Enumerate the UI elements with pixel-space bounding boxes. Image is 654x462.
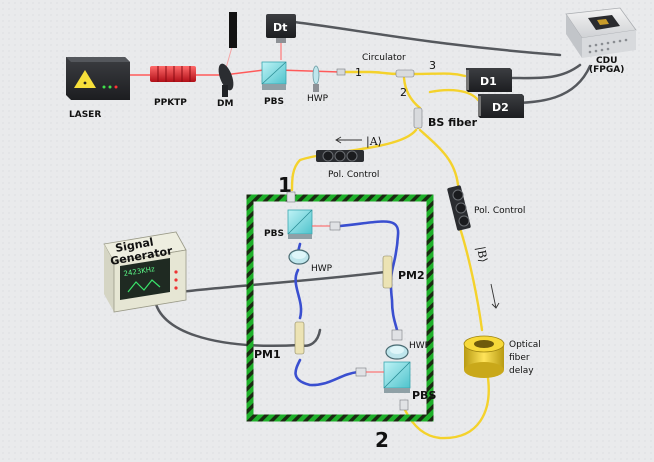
circulator <box>395 69 415 78</box>
d2-label: D2 <box>492 101 509 114</box>
cdu-fpga-label: (FPGA) <box>589 65 624 75</box>
cdu-label: CDU <box>596 56 617 66</box>
dt-label: Dt <box>273 21 287 34</box>
dichroic-mirror <box>218 63 234 97</box>
hwp-upper <box>288 249 310 265</box>
ppktp-label: PPKTP <box>154 98 187 108</box>
input-connector-1 <box>286 191 296 203</box>
ket-a-label: |A⟩ <box>366 135 382 149</box>
pbs-top <box>261 61 287 90</box>
pbs-top-label: PBS <box>264 97 284 107</box>
bs-fiber-label: BS fiber <box>428 116 478 129</box>
hwp-upper-label: HWP <box>311 264 333 274</box>
delay-label-1: Optical <box>509 340 541 350</box>
interferometer-frame <box>246 194 434 422</box>
pm1-modulator <box>294 321 305 355</box>
port-1-label: 1 <box>355 66 362 79</box>
blue-fibers <box>294 220 400 387</box>
d1-detector <box>466 68 512 92</box>
pm1-label: PM1 <box>254 348 281 361</box>
arrow-a <box>335 136 362 144</box>
laser-label: LASER <box>69 110 101 120</box>
d2-detector <box>478 94 524 118</box>
pbs-lower-label: PBS <box>412 389 436 402</box>
hwp-top <box>312 65 320 92</box>
pol-control-1 <box>316 150 364 162</box>
port-3-label: 3 <box>429 59 436 72</box>
warning-triangle-icon <box>74 70 96 88</box>
port-2-label: 2 <box>400 86 407 99</box>
ppktp-crystal <box>150 66 196 82</box>
ket-b-label: |B⟩ <box>473 245 490 263</box>
pbs-upper <box>287 209 341 239</box>
circulator-label: Circulator <box>362 53 406 63</box>
cdu-fpga-box <box>565 7 637 58</box>
bs-fiber-coupler <box>413 107 423 129</box>
pbs-lower <box>355 361 411 411</box>
beam-dump <box>229 12 237 48</box>
waveform-icon <box>127 279 161 293</box>
fiber-collimator <box>336 68 346 76</box>
pm2-modulator <box>382 255 393 289</box>
dm-label: DM <box>217 99 233 109</box>
fiber-delay-spool <box>463 335 505 378</box>
dt-detector <box>266 14 296 43</box>
signal-generator <box>103 231 187 313</box>
pol-control-2-label: Pol. Control <box>474 206 525 216</box>
arrow-b <box>490 283 500 309</box>
delay-label-2: fiber <box>509 353 530 363</box>
hwp-lower-label: HWP <box>409 341 431 351</box>
node-1-label: 1 <box>278 173 292 197</box>
pbs-upper-label: PBS <box>264 229 284 239</box>
d1-label: D1 <box>480 75 497 88</box>
yellow-fibers <box>290 70 490 440</box>
chip-icon <box>588 15 620 30</box>
laser-box <box>66 57 130 100</box>
hwp-top-label: HWP <box>307 94 329 104</box>
hwp-lower <box>385 329 409 360</box>
node-2-label: 2 <box>375 428 389 452</box>
pol-control-2 <box>447 185 471 231</box>
pm2-label: PM2 <box>398 269 425 282</box>
pol-control-1-label: Pol. Control <box>328 170 379 180</box>
delay-label-3: delay <box>509 366 534 376</box>
